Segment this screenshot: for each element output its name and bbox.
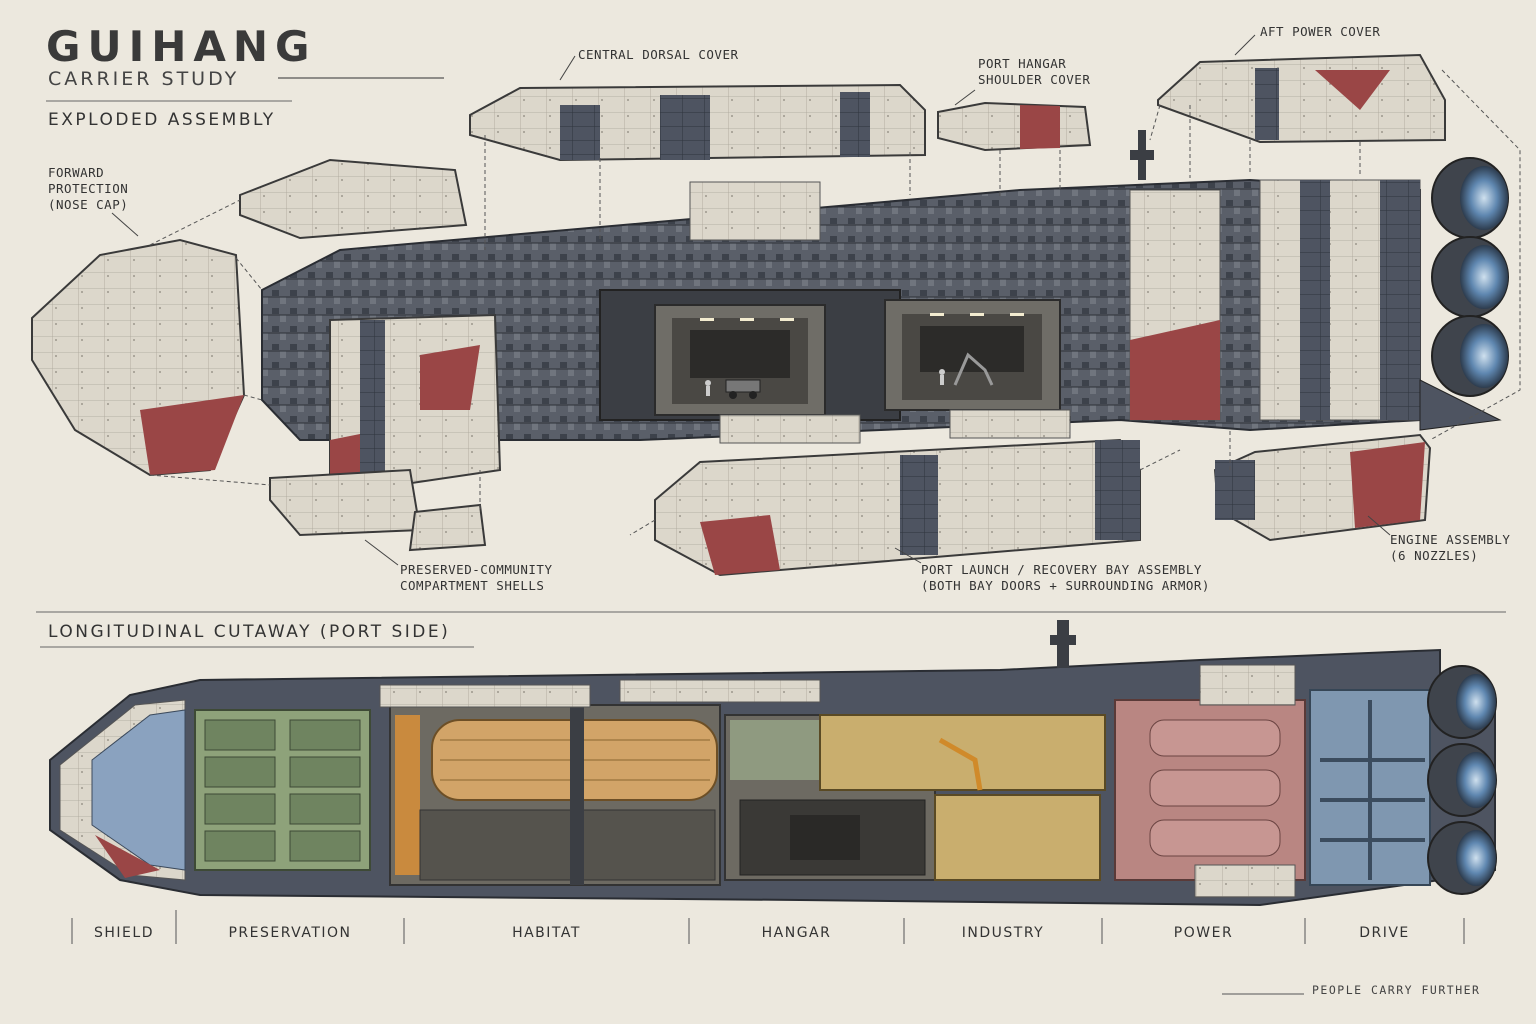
engine-assembly-part [1213,433,1432,542]
callout-line: ENGINE ASSEMBLY [1390,532,1511,547]
callout-forward-protection: FORWARD PROTECTION (NOSE CAP) [48,165,128,213]
callout-aft-power: AFT POWER COVER [1260,24,1381,39]
callout-line: PRESERVED-COMMUNITY [400,562,553,577]
callout-line: PORT LAUNCH / RECOVERY BAY ASSEMBLY [921,562,1202,577]
crew-figure-icon [705,369,945,396]
page-subtitle: CARRIER STUDY [48,68,240,90]
segment-label-shield: SHIELD [94,925,154,941]
segment-label-drive: DRIVE [1359,925,1410,941]
section-title-exploded: EXPLODED ASSEMBLY [48,110,276,130]
callout-line: (BOTH BAY DOORS + SURROUNDING ARMOR) [921,578,1210,593]
callout-central-dorsal: CENTRAL DORSAL COVER [578,47,739,62]
launch-bay-assembly-part [654,438,1141,577]
segment-label-habitat: HABITAT [512,925,581,941]
callout-line: FORWARD [48,165,105,180]
callout-engine-assembly: ENGINE ASSEMBLY (6 NOZZLES) [1390,532,1510,564]
callout-line: (NOSE CAP) [48,197,129,212]
segment-label-industry: INDUSTRY [961,925,1045,941]
port-hangar-shoulder-cover-part [937,101,1092,152]
page-title: GUIHANG [46,22,317,71]
callout-launch-bay: PORT LAUNCH / RECOVERY BAY ASSEMBLY (BOT… [921,562,1210,594]
segment-label-hangar: HANGAR [761,925,832,941]
callout-line: PORT HANGAR [978,56,1067,71]
nose-cap-part [31,158,468,477]
callout-line: (6 NOZZLES) [1390,548,1479,563]
tagline: PEOPLE CARRY FURTHER [1312,983,1481,997]
engine-nozzle-icon [1431,157,1509,397]
section-title-cutaway: LONGITUDINAL CUTAWAY (PORT SIDE) [48,622,451,642]
segment-label-power: POWER [1173,925,1234,941]
segment-label-preservation: PRESERVATION [228,925,352,941]
callout-line: PROTECTION [48,181,129,196]
callout-port-hangar: PORT HANGAR SHOULDER COVER [978,56,1090,88]
callout-line: COMPARTMENT SHELLS [400,578,545,593]
cutaway-hull [49,620,1496,907]
aft-power-cover-part [1157,53,1446,144]
central-dorsal-cover-part [469,83,926,162]
vehicle-icon [725,379,761,399]
callout-preserved-shells: PRESERVED-COMMUNITY COMPARTMENT SHELLS [400,562,553,594]
preserved-shells-part [269,313,502,552]
callout-line: SHOULDER COVER [978,72,1091,87]
engine-nozzle-icon [1427,665,1497,895]
exploded-main-hull [261,130,1502,444]
crane-icon [953,352,994,386]
